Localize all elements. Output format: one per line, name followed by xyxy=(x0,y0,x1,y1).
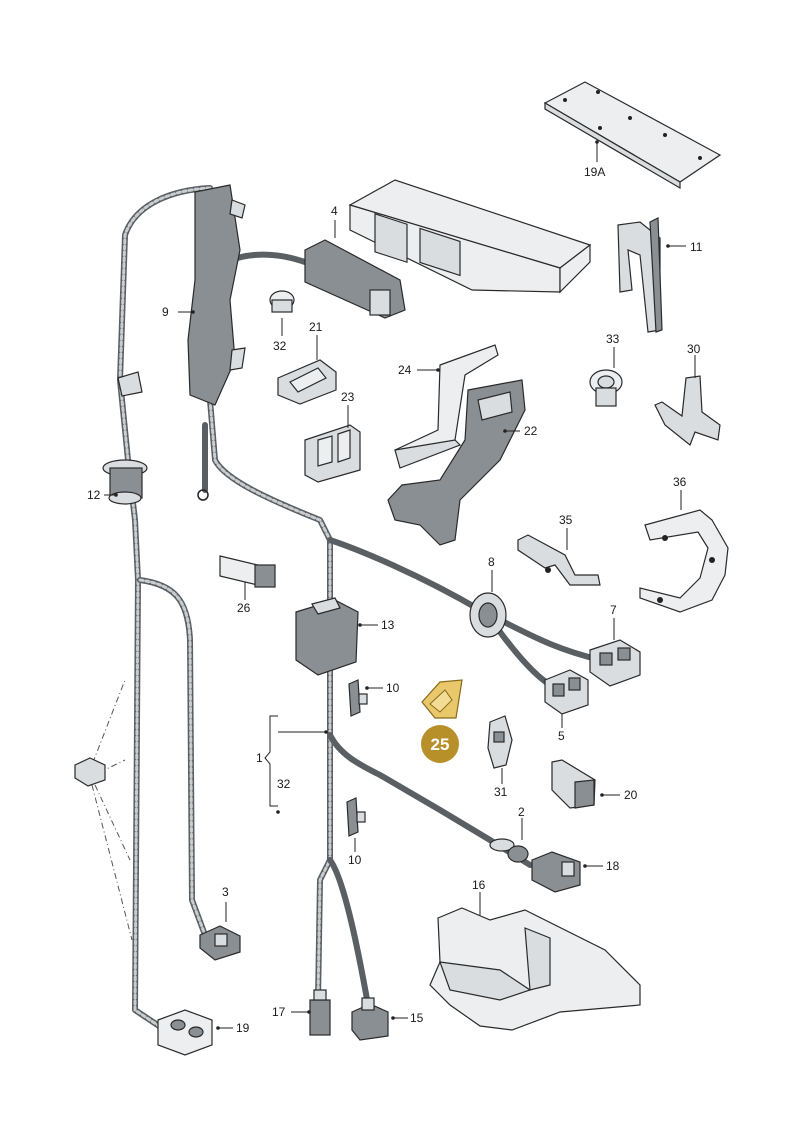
label-12: 12 xyxy=(87,488,101,502)
label-17: 17 xyxy=(272,1005,286,1019)
part-4-control-unit[interactable] xyxy=(348,179,592,294)
part-7-connector[interactable] xyxy=(589,639,641,687)
label-30: 30 xyxy=(687,342,701,356)
part-23-clip[interactable] xyxy=(304,424,361,483)
label-36: 36 xyxy=(673,475,687,489)
part-25-highlighted[interactable] xyxy=(421,679,463,719)
part-harness-clip-left[interactable] xyxy=(74,757,106,787)
part-19-connector[interactable] xyxy=(157,1009,213,1056)
label-10-bottom: 10 xyxy=(348,853,362,867)
label-4: 4 xyxy=(331,204,338,218)
label-11: 11 xyxy=(690,240,703,254)
label-32-bottom: 32 xyxy=(277,777,291,791)
part-24-bracket[interactable] xyxy=(394,344,499,469)
label-13: 13 xyxy=(381,618,395,632)
label-group-1-32 xyxy=(264,715,328,814)
part-20-cover[interactable] xyxy=(551,759,596,809)
part-30-bracket[interactable] xyxy=(654,375,721,446)
part-11-bracket[interactable] xyxy=(617,217,663,333)
label-10-top: 10 xyxy=(386,681,400,695)
label-9: 9 xyxy=(162,305,169,319)
part-10-clip-bottom[interactable] xyxy=(346,797,366,837)
label-15: 15 xyxy=(410,1011,424,1025)
label-20: 20 xyxy=(624,788,638,802)
label-26: 26 xyxy=(237,601,251,615)
part-4-connector[interactable] xyxy=(304,239,406,319)
label-7: 7 xyxy=(610,603,617,617)
label-21: 21 xyxy=(309,320,323,334)
label-35: 35 xyxy=(559,513,573,527)
label-3: 3 xyxy=(222,885,229,899)
badge-25-label: 25 xyxy=(431,735,450,754)
label-16: 16 xyxy=(472,878,486,892)
label-8: 8 xyxy=(488,555,495,569)
label-31: 31 xyxy=(494,785,508,799)
part-5-connector[interactable] xyxy=(544,669,589,715)
part-12-grommet[interactable] xyxy=(102,459,148,505)
label-1: 1 xyxy=(256,751,263,765)
label-18: 18 xyxy=(606,859,620,873)
part-33-holder[interactable] xyxy=(589,369,623,407)
part-15-connector[interactable] xyxy=(351,997,389,1041)
part-21-clip[interactable] xyxy=(277,359,337,405)
part-8-grommet[interactable] xyxy=(469,592,507,638)
label-19: 19 xyxy=(236,1021,250,1035)
badge-25[interactable]: 25 xyxy=(421,725,459,763)
label-23: 23 xyxy=(341,390,355,404)
label-32-top: 32 xyxy=(273,339,287,353)
part-3-connector[interactable] xyxy=(199,925,241,961)
part-2-grommet[interactable] xyxy=(489,838,529,863)
part-10-clip-top[interactable] xyxy=(348,679,368,717)
label-2: 2 xyxy=(518,805,525,819)
part-36-bracket[interactable] xyxy=(639,509,729,613)
label-24: 24 xyxy=(398,363,412,377)
part-16-heat-shield[interactable] xyxy=(429,907,641,1031)
part-13-sleeve[interactable] xyxy=(295,597,359,676)
part-26-clip[interactable] xyxy=(219,555,276,588)
label-33: 33 xyxy=(606,332,620,346)
part-19a-plate[interactable] xyxy=(543,81,722,190)
part-31-clip[interactable] xyxy=(487,715,513,769)
part-17-connector[interactable] xyxy=(309,989,331,1036)
part-32-grommet[interactable] xyxy=(269,290,295,313)
part-9-harness-bracket[interactable] xyxy=(187,184,246,406)
part-22-bracket[interactable] xyxy=(387,379,526,546)
part-35-bracket[interactable] xyxy=(517,534,601,586)
part-harness-clip-upper[interactable] xyxy=(117,371,143,397)
label-19a: 19A xyxy=(584,165,605,179)
label-5: 5 xyxy=(558,729,565,743)
part-18-connector[interactable] xyxy=(531,851,581,893)
label-22: 22 xyxy=(524,424,538,438)
